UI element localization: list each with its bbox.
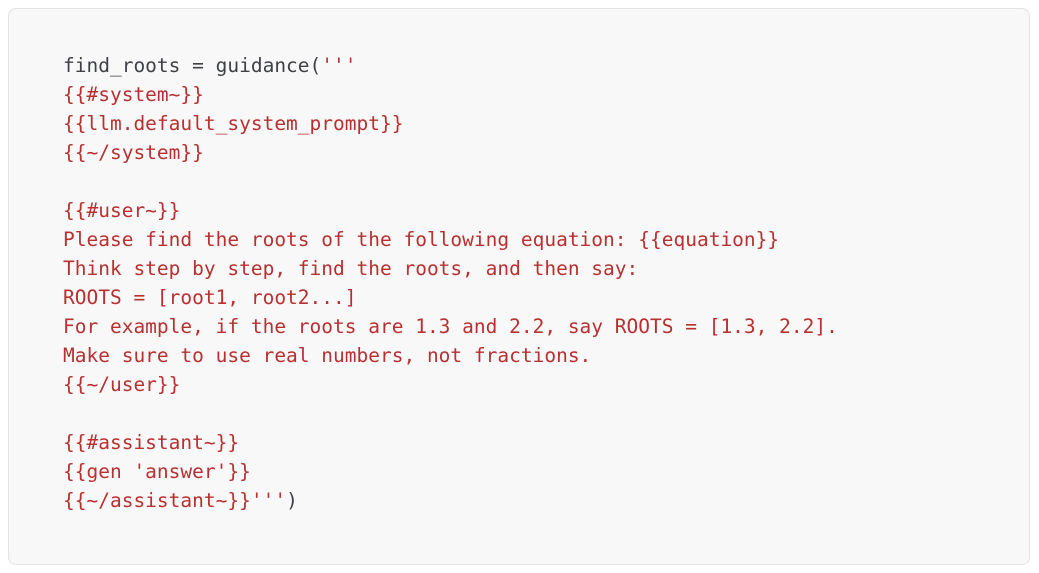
code-line: Think step by step, find the roots, and … xyxy=(63,254,1009,283)
code-string-segment: Make sure to use real numbers, not fract… xyxy=(63,344,592,367)
code-line: ROOTS = [root1, root2...] xyxy=(63,283,1009,312)
code-string-segment: ''' xyxy=(321,54,357,77)
code-string-segment: {{llm.default_system_prompt}} xyxy=(63,112,404,135)
code-line: {{~/assistant~}}''') xyxy=(63,486,1009,515)
code-line: {{#assistant~}} xyxy=(63,428,1009,457)
code-line: {{~/user}} xyxy=(63,370,1009,399)
code-line: find_roots = guidance(''' xyxy=(63,51,1009,80)
code-string-segment: Please find the roots of the following e… xyxy=(63,228,780,251)
code-string-segment: ROOTS = [root1, root2...] xyxy=(63,286,357,309)
code-line: {{#system~}} xyxy=(63,80,1009,109)
code-line: {{~/system}} xyxy=(63,138,1009,167)
code-line xyxy=(63,399,1009,428)
code-line: {{#user~}} xyxy=(63,196,1009,225)
code-line: {{llm.default_system_prompt}} xyxy=(63,109,1009,138)
code-line xyxy=(63,167,1009,196)
code-string-segment: {{~/user}} xyxy=(63,373,181,396)
code-segment: find_roots = guidance( xyxy=(63,54,322,77)
code-line: Please find the roots of the following e… xyxy=(63,225,1009,254)
code-string-segment: Think step by step, find the roots, and … xyxy=(63,257,639,280)
code-segment: ) xyxy=(286,489,298,512)
code-string-segment: {{~/system}} xyxy=(63,141,204,164)
code-string-segment: {{#user~}} xyxy=(63,199,181,222)
code-string-segment: {{#system~}} xyxy=(63,83,204,106)
code-string-segment: {{gen 'answer'}} xyxy=(63,460,251,483)
code-string-segment: {{~/assistant~}}''' xyxy=(63,489,287,512)
code-block-card: find_roots = guidance(''' {{#system~}} {{l… xyxy=(8,8,1030,565)
code-content: find_roots = guidance(''' {{#system~}} {{l… xyxy=(9,9,1029,535)
code-line: {{gen 'answer'}} xyxy=(63,457,1009,486)
code-line: For example, if the roots are 1.3 and 2.… xyxy=(63,312,1009,341)
code-line: Make sure to use real numbers, not fract… xyxy=(63,341,1009,370)
code-string-segment: For example, if the roots are 1.3 and 2.… xyxy=(63,315,838,338)
code-string-segment: {{#assistant~}} xyxy=(63,431,240,454)
